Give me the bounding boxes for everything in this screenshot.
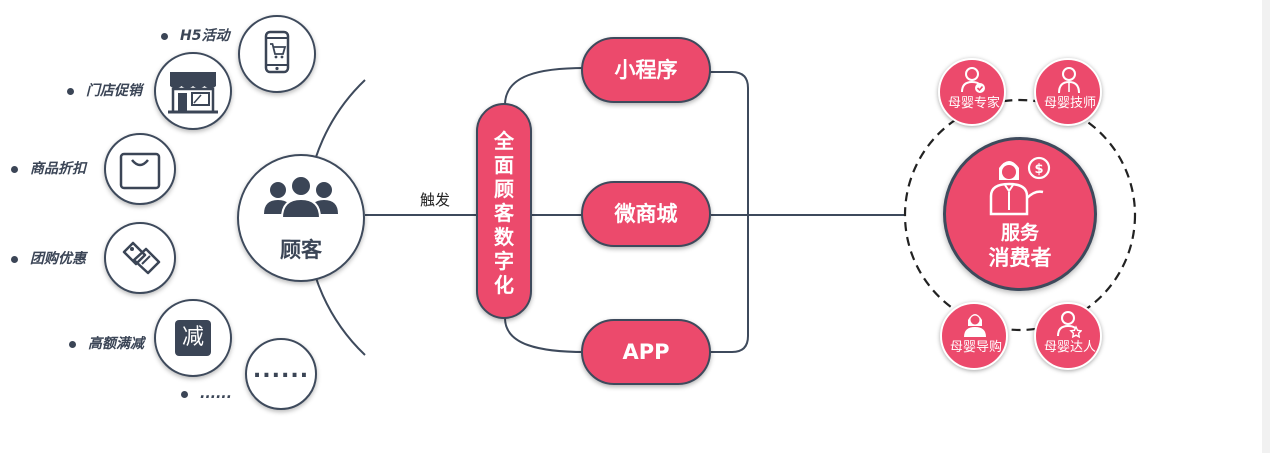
role-technician: 母婴技师 xyxy=(1034,58,1102,126)
label-store-promo: 门店促销 xyxy=(86,83,142,99)
bullet-dot xyxy=(67,88,74,95)
people-icon xyxy=(264,175,338,219)
bullet-dot xyxy=(11,166,18,173)
label-h5: H5活动 xyxy=(180,28,230,44)
channel-bracket xyxy=(709,71,749,353)
ellipsis-icon: ...... xyxy=(247,358,315,383)
role-expert: 母婴专家 xyxy=(938,58,1006,126)
customer-label: 顾客 xyxy=(280,238,322,262)
h5-circle xyxy=(238,15,316,93)
group-buy-circle xyxy=(104,222,176,294)
bullet-dot xyxy=(181,391,188,398)
guide-person-icon xyxy=(964,314,986,337)
branch-bottom xyxy=(504,317,586,353)
label-more: ...... xyxy=(200,386,232,402)
more-circle: ...... xyxy=(245,338,317,410)
store-promo-circle xyxy=(154,52,232,130)
technician-person-icon xyxy=(1058,67,1080,94)
label-group-buy: 团购优惠 xyxy=(30,251,86,267)
channel-microstore: 微商城 xyxy=(581,181,711,247)
role-technician-label: 母婴技师 xyxy=(1043,96,1096,111)
dashed-ring xyxy=(903,98,1137,332)
role-guide-label: 母婴导购 xyxy=(949,340,1002,355)
label-full-reduction: 高额满减 xyxy=(88,336,144,352)
channel-app: APP xyxy=(581,319,711,385)
more-dots: ...... xyxy=(252,358,310,383)
expert-person-check-icon xyxy=(961,67,985,93)
digitization-pill: 全面顾客数字化 xyxy=(476,103,532,319)
role-talent-label: 母婴达人 xyxy=(1043,340,1096,355)
label-product-discount: 商品折扣 xyxy=(30,161,86,177)
price-tags-icon xyxy=(122,241,161,275)
shopping-bag-icon xyxy=(119,152,161,190)
product-discount-circle xyxy=(104,133,176,205)
center-line1: 服务 xyxy=(1000,222,1039,244)
trigger-label: 触发 xyxy=(420,191,451,209)
role-talent: 母婴达人 xyxy=(1034,302,1102,370)
bullet-dot xyxy=(11,256,18,263)
customer-node: 顾客 xyxy=(237,154,365,282)
role-expert-label: 母婴专家 xyxy=(947,96,1000,111)
digitization-label: 全面顾客数字化 xyxy=(494,129,514,297)
reduction-char: 减 xyxy=(181,325,204,350)
channel-miniprogram: 小程序 xyxy=(581,37,711,103)
role-guide: 母婴导购 xyxy=(940,302,1008,370)
mobile-cart-icon xyxy=(264,30,290,74)
storefront-icon xyxy=(168,72,218,114)
page-edge xyxy=(1262,0,1270,453)
center-line2: 消费者 xyxy=(988,246,1052,270)
branch-top xyxy=(504,67,586,106)
serve-consumer-node: $ 服务 消费者 xyxy=(943,137,1097,291)
reduction-badge-icon: 减 xyxy=(175,320,211,356)
svg-text:$: $ xyxy=(1034,162,1043,177)
bullet-dot xyxy=(161,33,168,40)
service-staff-icon: $ xyxy=(989,156,1051,216)
bullet-dot xyxy=(69,341,76,348)
talent-person-star-icon xyxy=(1057,311,1082,338)
full-reduction-circle: 减 xyxy=(154,299,232,377)
